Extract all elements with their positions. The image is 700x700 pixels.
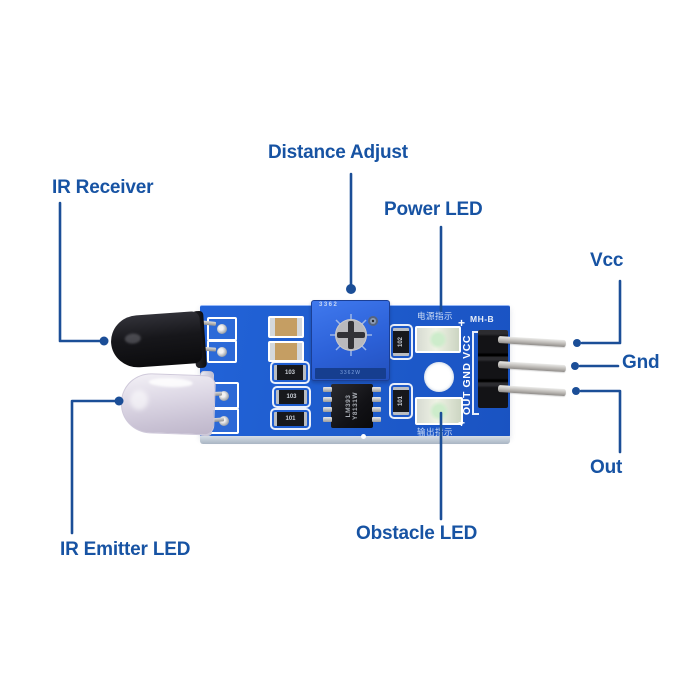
leader-ir-emitter [70, 399, 116, 535]
leader-ir-receiver [58, 201, 101, 343]
ic-pin [323, 417, 332, 422]
pointer-dot-gnd [571, 362, 579, 370]
power-indicator-silkscreen: 电源指示 [417, 311, 454, 321]
ic-pin [323, 407, 332, 412]
smd-resistor: 101 [389, 383, 413, 419]
label-distance-adjust: Distance Adjust [268, 142, 408, 163]
label-out: Out [590, 457, 623, 478]
pot-dial [330, 314, 378, 356]
ic-pin [323, 387, 332, 392]
obstacle-led [415, 397, 463, 425]
label-ir-emitter-led: IR Emitter LED [60, 539, 191, 560]
silkscreen-dot [361, 434, 366, 439]
smd-capacitor [268, 316, 304, 338]
mounting-hole [424, 362, 454, 392]
label-gnd: Gnd [622, 352, 660, 373]
plus-mark: + [458, 316, 466, 330]
pin-hole [217, 346, 227, 357]
ic-pin [372, 397, 381, 402]
label-ir-receiver: IR Receiver [52, 177, 154, 198]
label-vcc: Vcc [590, 250, 624, 271]
ic-pin [372, 407, 381, 412]
pointer-dot-ir-emitter [114, 396, 124, 406]
output-indicator-silkscreen: 输出指示 [417, 427, 454, 437]
label-obstacle-led: Obstacle LED [356, 523, 478, 544]
plus-mark: + [458, 416, 466, 430]
smd-resistor: 102 [389, 324, 413, 360]
power-led [415, 326, 461, 353]
pot-part-number: 3362 [319, 302, 339, 308]
pointer-dot-ir-receiver [99, 336, 109, 346]
pointer-dot-distance-adjust [346, 284, 356, 294]
smd-capacitor [268, 341, 304, 362]
pin-hole [217, 324, 227, 334]
smd-resistor: 101 [270, 408, 311, 430]
solder-pad [207, 340, 237, 363]
pin-hole [219, 416, 229, 426]
pointer-dot-vcc [573, 339, 581, 347]
trimmer-potentiometer: 3362 3362W [311, 300, 390, 381]
ic-pin [323, 397, 332, 402]
pointer-dot-out [572, 387, 580, 395]
comparator-ic: LM393 Y8131W [331, 384, 373, 428]
header-silkscreen-bracket [472, 331, 479, 415]
label-power-led: Power LED [384, 199, 483, 220]
smd-resistor: 103 [272, 386, 311, 408]
leader-out [579, 389, 622, 454]
smd-resistor: 103 [270, 361, 310, 384]
ic-pin [372, 417, 381, 422]
ic-pin [372, 387, 381, 392]
leader-vcc [580, 279, 622, 345]
pin-hole [219, 390, 229, 401]
board-model-silkscreen: MH-B [470, 314, 495, 324]
pcb-board-edge [200, 436, 510, 444]
pot-bottom-marking: 3362W [315, 368, 386, 379]
